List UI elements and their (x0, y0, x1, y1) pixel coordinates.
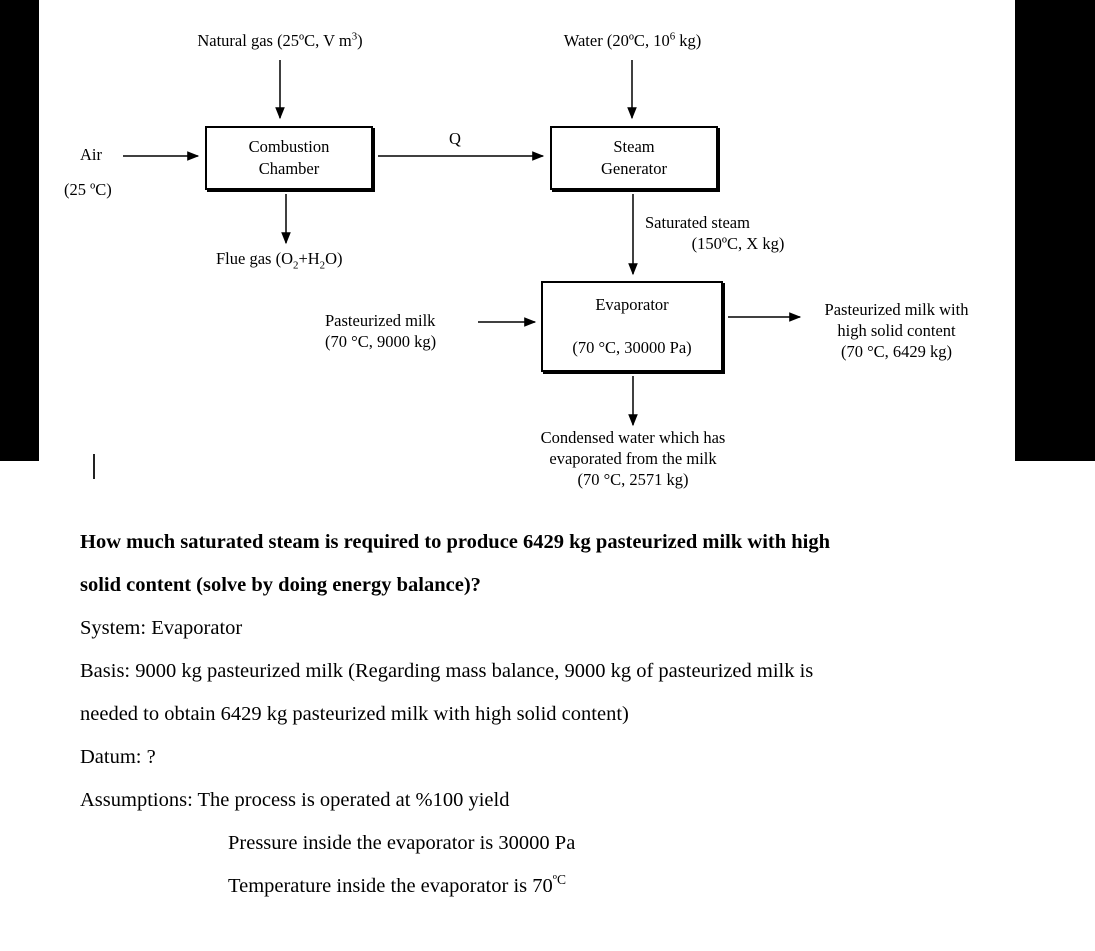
label-product-stream-line3: (70 °C, 6429 kg) (840, 342, 953, 362)
node-steam-generator[interactable]: Steam Generator (550, 126, 718, 190)
label-air: Air (80, 144, 102, 165)
label-natural-gas: Natural gas (25ºC, V m3) (110, 30, 450, 51)
question-line-1: How much saturated steam is required to … (80, 531, 830, 553)
assumptions-line-2: Pressure inside the evaporator is 30000 … (228, 832, 576, 854)
label-product-stream-line1: Pasteurized milk with (824, 300, 969, 319)
node-evaporator-line1: Evaporator (595, 294, 669, 314)
label-condensate-stream-line1: Condensed water which has (540, 428, 726, 447)
label-natural-gas-exponent: 3 (351, 30, 358, 43)
label-condensate-stream: Condensed water which has evaporated fro… (483, 427, 783, 490)
label-water-feed-unit: kg) (675, 31, 702, 50)
datum-line: Datum: ? (80, 746, 156, 768)
label-flue-gas-mid: +H (298, 249, 320, 268)
basis-line-2: needed to obtain 6429 kg pasteurized mil… (80, 703, 629, 725)
assumptions-line-3-unit: ºC (552, 872, 566, 888)
label-product-stream: Pasteurized milk with high solid content… (803, 299, 990, 362)
label-natural-gas-text: Natural gas (25ºC, V m (197, 31, 352, 50)
label-condensate-stream-line3: (70 °C, 2571 kg) (577, 470, 689, 490)
label-natural-gas-close: ) (357, 31, 363, 50)
label-saturated-steam-line1: Saturated steam (645, 213, 750, 232)
assumptions-line-3: Temperature inside the evaporator is 70º… (80, 865, 1015, 908)
label-water-feed-text: Water (20ºC, 10 (563, 31, 670, 50)
label-saturated-steam-line2: (150ºC, X kg) (691, 234, 785, 254)
letterbox-bar-left (0, 0, 39, 461)
label-flue-gas-text: Flue gas (O (216, 249, 293, 268)
label-flue-gas-sub-h2: 2 (319, 259, 326, 272)
letterbox-bar-right (1015, 0, 1095, 461)
label-flue-gas: Flue gas (O2+H2O) (216, 248, 343, 272)
question-line-2: solid content (solve by doing energy bal… (80, 574, 481, 596)
label-flue-gas-sub-o2: 2 (293, 259, 299, 272)
label-product-stream-line2: high solid content (837, 321, 956, 341)
basis-line-1: Basis: 9000 kg pasteurized milk (Regardi… (80, 660, 814, 682)
label-heat-duty-q: Q (420, 128, 490, 149)
label-pasteurized-milk-feed: Pasteurized milk (70 °C, 9000 kg) (325, 310, 485, 352)
label-air-temperature-text: (25 ºC) (64, 180, 112, 199)
node-steam-generator-line2: Generator (601, 159, 667, 178)
prose-block: How much saturated steam is required to … (80, 521, 1015, 908)
text-caret (93, 454, 95, 479)
label-air-text: Air (80, 145, 102, 164)
label-water-feed: Water (20ºC, 106 kg) (480, 30, 785, 51)
label-pasteurized-milk-feed-line2: (70 °C, 9000 kg) (325, 332, 437, 352)
node-combustion-chamber-line2: Chamber (258, 159, 320, 178)
label-saturated-steam: Saturated steam (150ºC, X kg) (645, 212, 845, 254)
assumptions-line-3-text: Temperature inside the evaporator is 70 (228, 875, 553, 897)
label-water-feed-exponent: 6 (669, 30, 676, 43)
node-steam-generator-line1: Steam (613, 137, 655, 157)
label-flue-gas-close: O) (325, 249, 343, 268)
node-combustion-chamber[interactable]: Combustion Chamber (205, 126, 373, 190)
node-evaporator[interactable]: Evaporator (70 °C, 30000 Pa) (541, 281, 723, 372)
system-line: System: Evaporator (80, 617, 243, 639)
label-pasteurized-milk-feed-line1: Pasteurized milk (325, 311, 436, 330)
label-air-temperature: (25 ºC) (64, 179, 112, 200)
label-condensate-stream-line2: evaporated from the milk (549, 449, 717, 469)
node-evaporator-line2: (70 °C, 30000 Pa) (572, 338, 692, 358)
label-heat-duty-q-text: Q (449, 129, 461, 148)
node-combustion-chamber-line1: Combustion (248, 137, 330, 157)
assumptions-line-1: Assumptions: The process is operated at … (80, 789, 510, 811)
